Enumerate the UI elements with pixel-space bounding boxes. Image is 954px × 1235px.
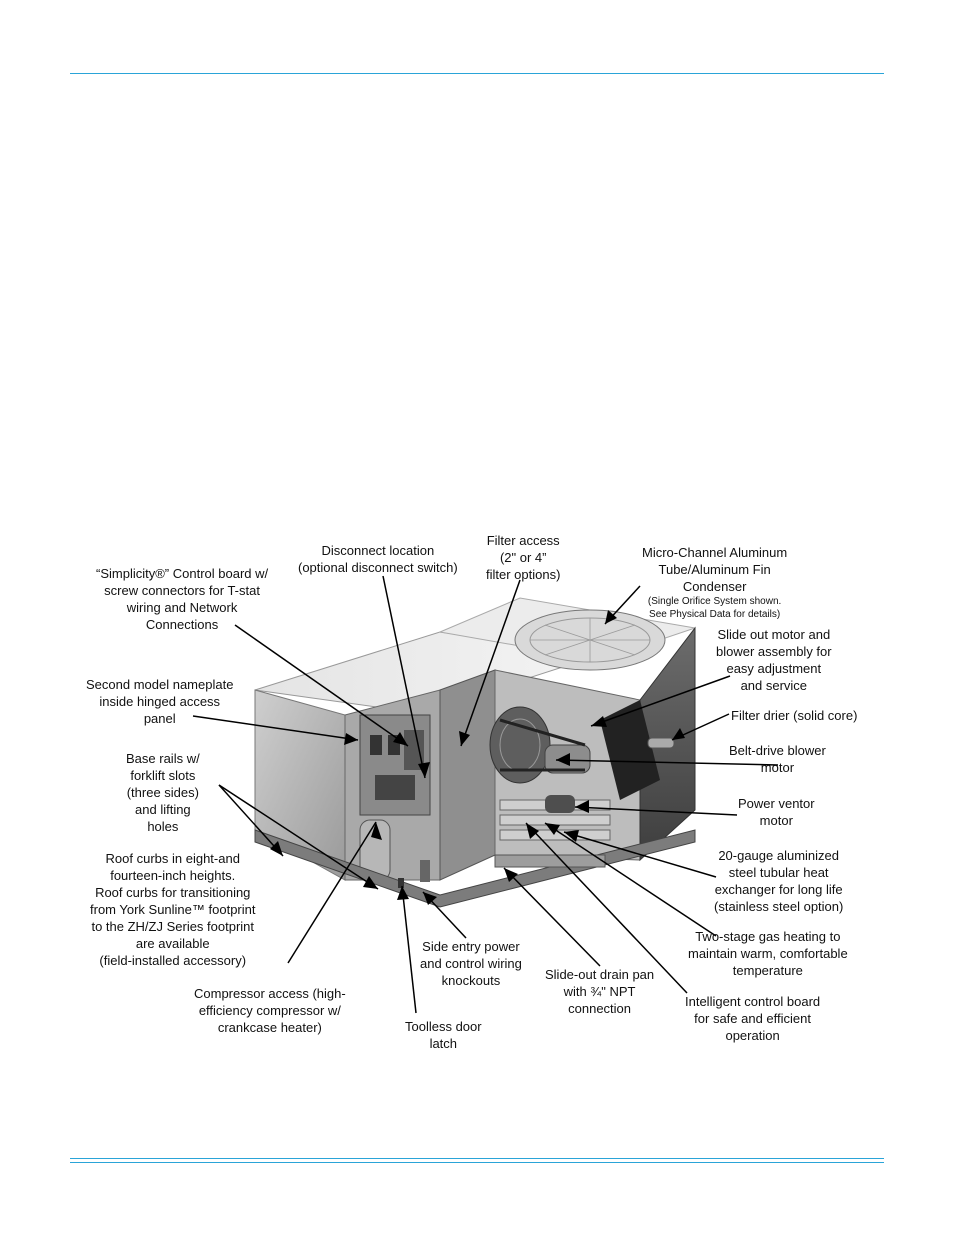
- power-ventor: [545, 795, 575, 813]
- label-second-nameplate: Second model nameplate inside hinged acc…: [86, 677, 234, 726]
- label-side-entry-knockouts: Side entry power and control wiring knoc…: [420, 939, 522, 988]
- label-base-rails: Base rails w/ forklift slots (three side…: [126, 751, 200, 834]
- footer-rule-secondary: [70, 1162, 884, 1163]
- label-two-stage-gas-heating: Two-stage gas heating to maintain warm, …: [688, 929, 848, 978]
- label-belt-drive-blower-motor: Belt-drive blower motor: [729, 743, 826, 775]
- label-power-ventor-motor: Power ventor motor: [738, 796, 815, 828]
- label-heat-exchanger: 20-gauge aluminized steel tubular heat e…: [714, 848, 844, 914]
- label-filter-drier: Filter drier (solid core): [731, 708, 858, 723]
- arrowheads: [270, 610, 685, 905]
- label-toolless-door-latch: Toolless door latch: [405, 1019, 482, 1051]
- label-compressor-access: Compressor access (high- efficiency comp…: [194, 986, 346, 1035]
- footer-rule: [70, 1158, 884, 1159]
- side-entry-knockouts: [420, 860, 430, 882]
- label-simplicity-control-board: “Simplicity®” Control board w/ screw con…: [96, 566, 269, 632]
- header-rule: [70, 73, 884, 74]
- label-slide-out-motor: Slide out motor and blower assembly for …: [716, 627, 832, 693]
- base-rail: [254, 829, 696, 908]
- blower-wheel: [489, 706, 551, 784]
- label-disconnect-location: Disconnect location (optional disconnect…: [298, 543, 458, 575]
- label-drain-pan: Slide-out drain pan with ¾" NPT connecti…: [545, 967, 655, 1016]
- drain-pan: [494, 854, 606, 868]
- label-filter-access: Filter access (2" or 4” filter options): [486, 533, 561, 582]
- center-divider: [439, 669, 496, 881]
- label-condenser: Micro-Channel Aluminum Tube/Aluminum Fin…: [642, 545, 788, 620]
- door-latch: [398, 878, 404, 888]
- label-intelligent-control-board: Intelligent control board for safe and e…: [685, 994, 821, 1043]
- leader-lines: [192, 575, 779, 1014]
- filter-drier: [647, 737, 675, 749]
- label-roof-curbs: Roof curbs in eight-and fourteen-inch he…: [90, 851, 256, 968]
